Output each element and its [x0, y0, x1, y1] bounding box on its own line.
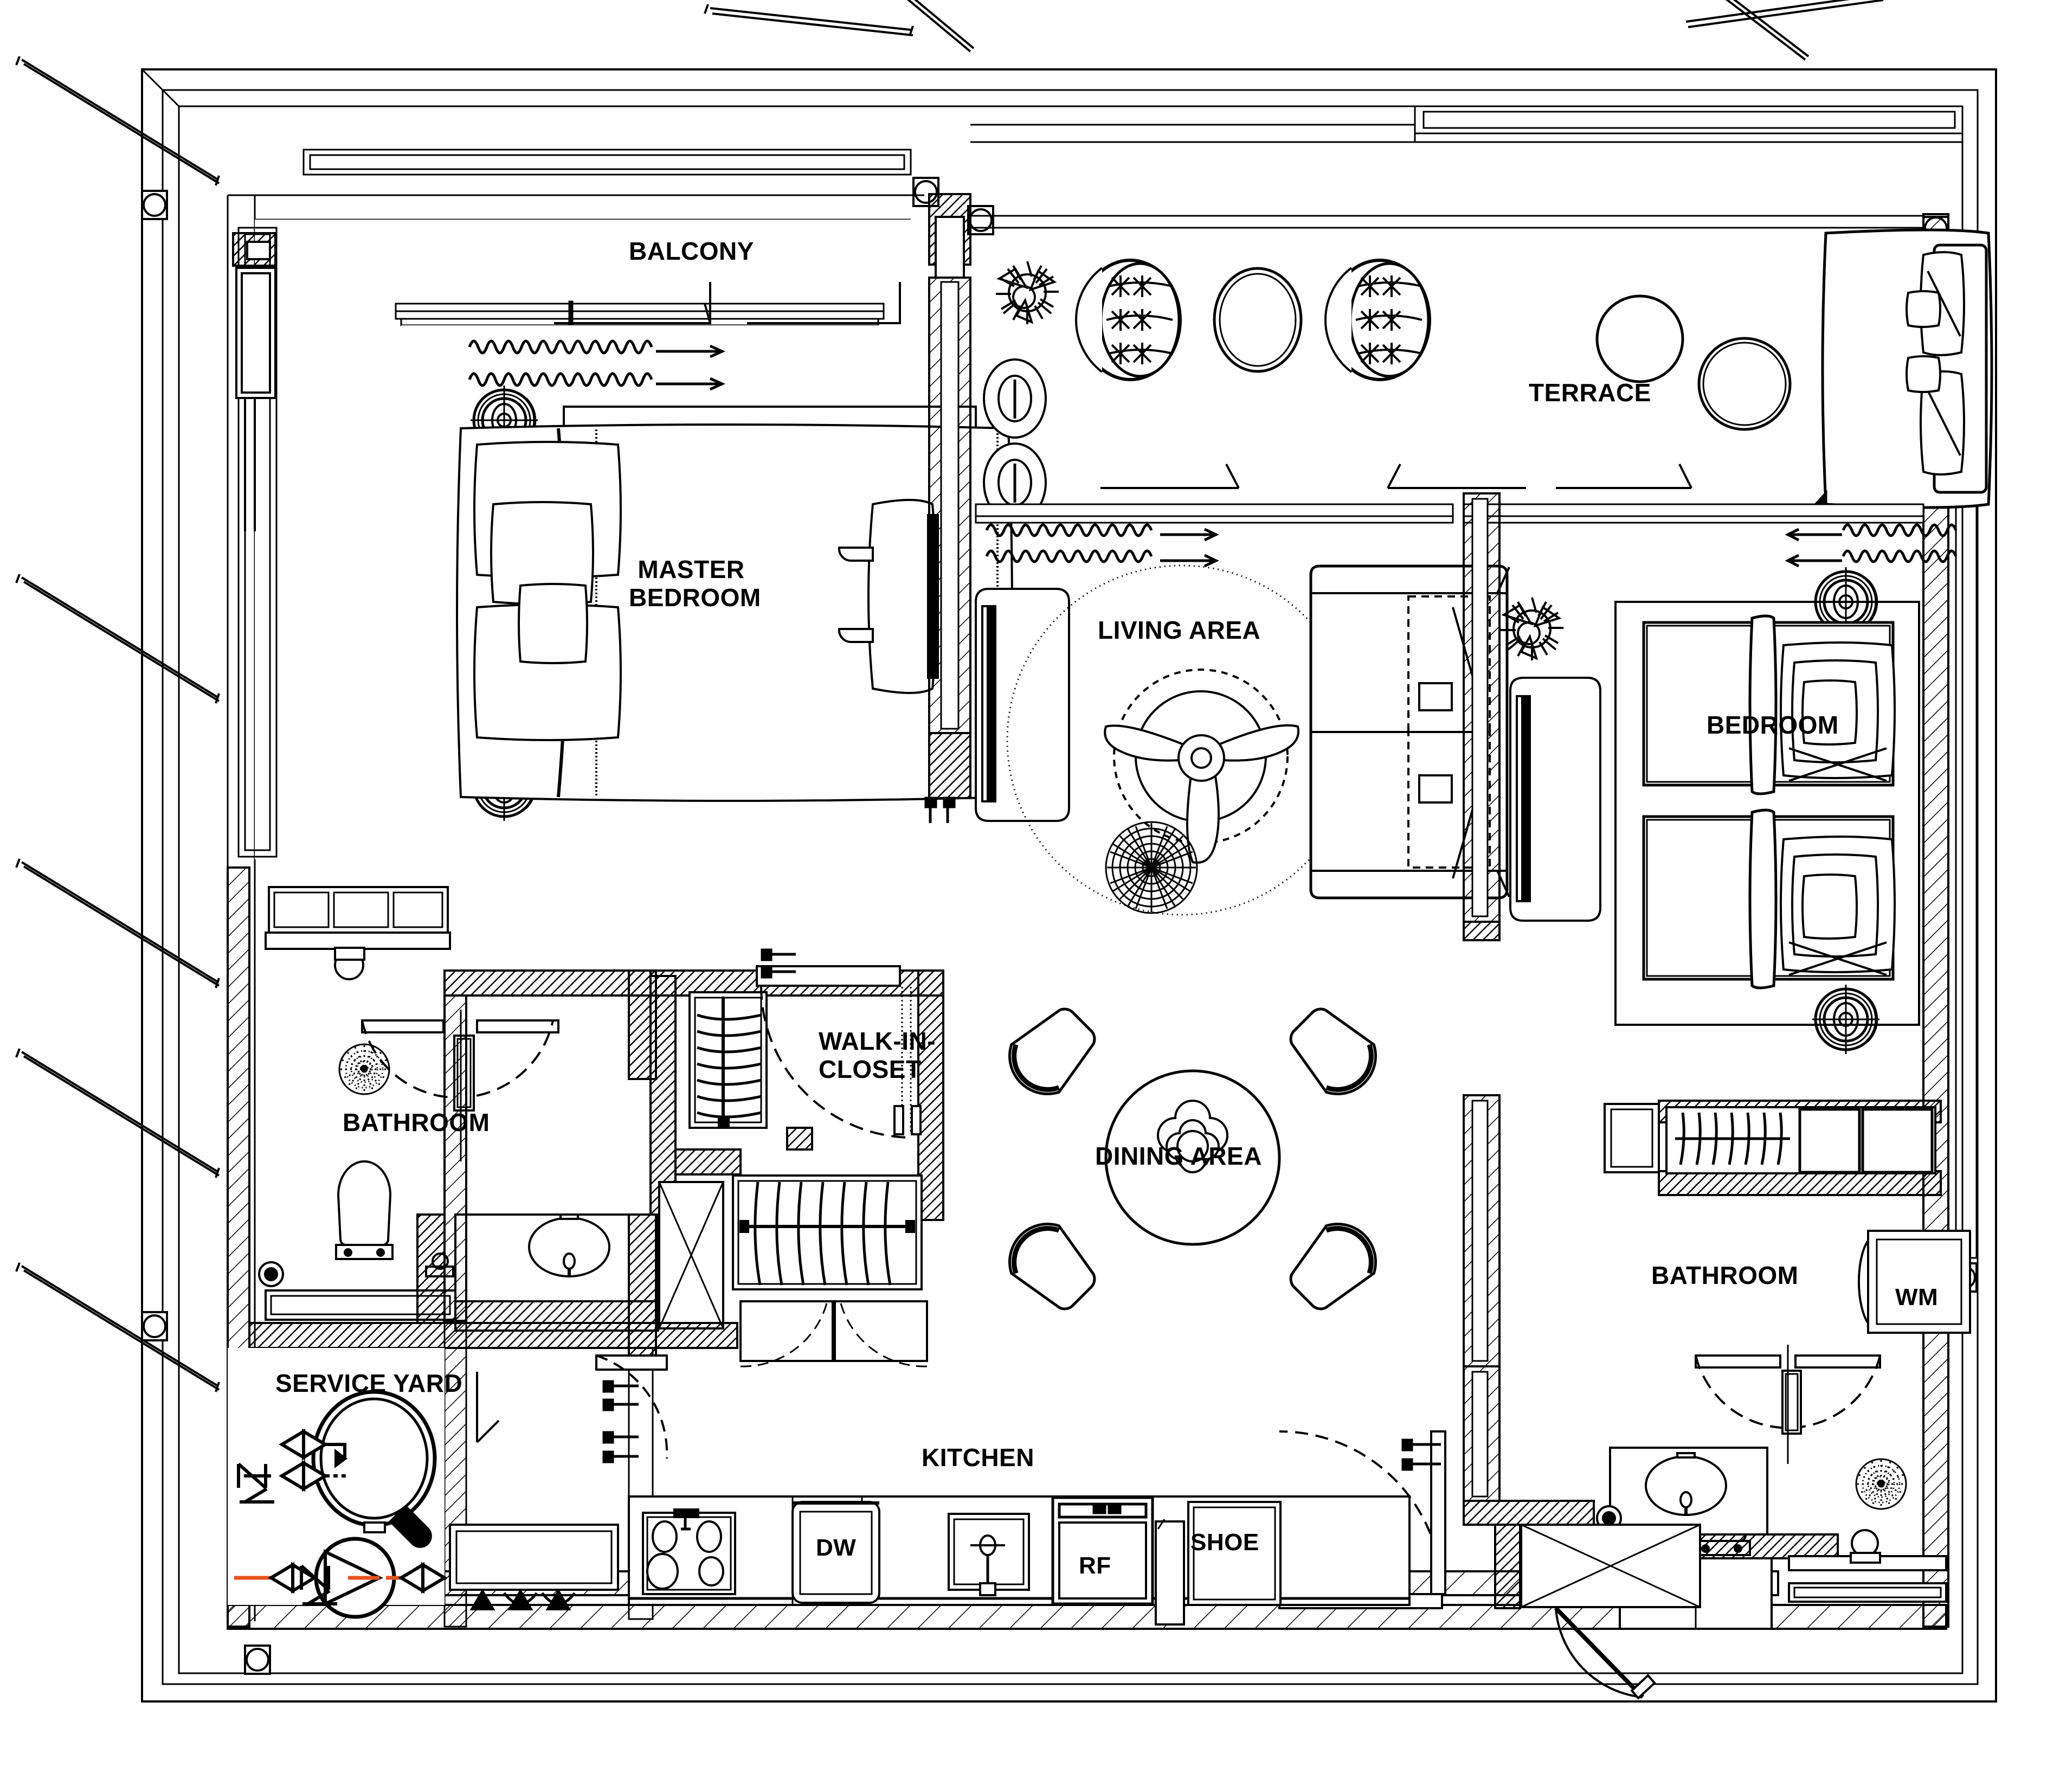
terrace-side-tables: [1595, 294, 1792, 431]
room-label-balcony: BALCONY: [629, 237, 754, 265]
living-rug: [1105, 821, 1198, 914]
terrace: [970, 215, 1993, 568]
sunshade-louvres: [15, 0, 1884, 1392]
shoe-cabinet: [1187, 1501, 1282, 1606]
dining-chair-3: [997, 1211, 1105, 1320]
shower-head-left: [338, 1043, 390, 1095]
room-label-master-bedroom: MASTER BEDROOM: [629, 555, 761, 612]
door-swing-closet: [760, 985, 909, 1139]
appliance-label-shoe-cabinet: SHOE: [1190, 1529, 1259, 1556]
room-label-terrace: TERRACE: [1529, 378, 1651, 407]
kitchen-sink: [948, 1513, 1030, 1596]
closet-hanging: [732, 1174, 923, 1290]
curtain-master: [468, 339, 726, 391]
cooktop: [642, 1508, 736, 1595]
curtain-bedroom: [1785, 523, 1958, 568]
site-outline: [141, 68, 1997, 1703]
door-bathroom-right: [1695, 1345, 1881, 1464]
room-label-living-area: LIVING AREA: [1098, 616, 1261, 644]
bath-left-top-cabinet: [265, 886, 451, 980]
bedroom-right: [1614, 567, 1920, 1054]
twin-bed-top: [1642, 614, 1896, 795]
wicker-chair-1: [1076, 260, 1180, 380]
terrace-daybed: [1811, 228, 1993, 509]
appliance-label-washing-machine: WM: [1895, 1284, 1939, 1311]
refrigerator: [1051, 1496, 1154, 1605]
wall-living-bedroom: [1463, 492, 1601, 941]
room-label-walk-in-closet: WALK-IN- CLOSET: [819, 1027, 936, 1083]
dining-chair-1: [997, 998, 1105, 1106]
appliance-label-dishwasher: DW: [816, 1534, 857, 1561]
dishwasher: [791, 1501, 880, 1604]
living-sofa: [1309, 564, 1510, 900]
shoe-rack: [688, 991, 768, 1129]
room-label-kitchen: KITCHEN: [922, 1443, 1034, 1472]
room-label-service-yard: SERVICE YARD: [275, 1369, 463, 1397]
ceiling-fan: [1104, 669, 1299, 864]
wc-left: [335, 1160, 394, 1260]
bedroom-rug: [1614, 601, 1920, 1026]
room-label-bedroom: BEDROOM: [1707, 711, 1839, 739]
appliance-label-refrigerator: RF: [1079, 1552, 1111, 1579]
wall-master-living: [924, 193, 1070, 823]
terrace-coffee-table: [1213, 267, 1303, 373]
entry-door: [1554, 1607, 1656, 1700]
dining-chair-4: [1279, 1211, 1388, 1320]
room-label-dining-area: DINING AREA: [1095, 1142, 1262, 1170]
kitchen: [628, 1495, 1411, 1626]
master-bedroom: [401, 325, 1013, 976]
bedroom-wardrobe: [1604, 1100, 1942, 1196]
room-label-bathroom-right: BATHROOM: [1651, 1261, 1799, 1289]
shower-head-right: [1855, 1458, 1907, 1510]
living-area: [1006, 564, 1510, 916]
bathroom-right: [1596, 1230, 1971, 1630]
terrace-top-windows: [302, 105, 1964, 176]
tv-console: [1509, 677, 1601, 922]
valves-bottom: [268, 1562, 448, 1605]
curtain-living: [985, 523, 1219, 568]
washing-machine: [1858, 1230, 1971, 1334]
plant-terrace: [995, 260, 1060, 325]
dining-chair-2: [1279, 998, 1388, 1106]
water-tank: [311, 1390, 437, 1548]
room-label-bathroom-left: BATHROOM: [343, 1108, 490, 1136]
service-yard: [228, 1348, 500, 1619]
dining-area: [997, 998, 1388, 1320]
wicker-chair-2: [1325, 260, 1430, 380]
hanging-rail: [1675, 1108, 1934, 1174]
master-wardrobe: [975, 588, 1070, 822]
plant-living: [1499, 596, 1565, 661]
dining-centerpiece: [1156, 1099, 1229, 1174]
entry-walls: [1278, 1094, 1701, 1700]
valves-mid: [237, 1460, 347, 1504]
valves-top: [279, 1428, 347, 1468]
twin-bed-bottom: [1642, 808, 1896, 990]
interior-walls-middle: [248, 994, 738, 1628]
bedroom-nightstand-bottom: [1812, 985, 1879, 1054]
walk-in-closet: [649, 948, 944, 1367]
